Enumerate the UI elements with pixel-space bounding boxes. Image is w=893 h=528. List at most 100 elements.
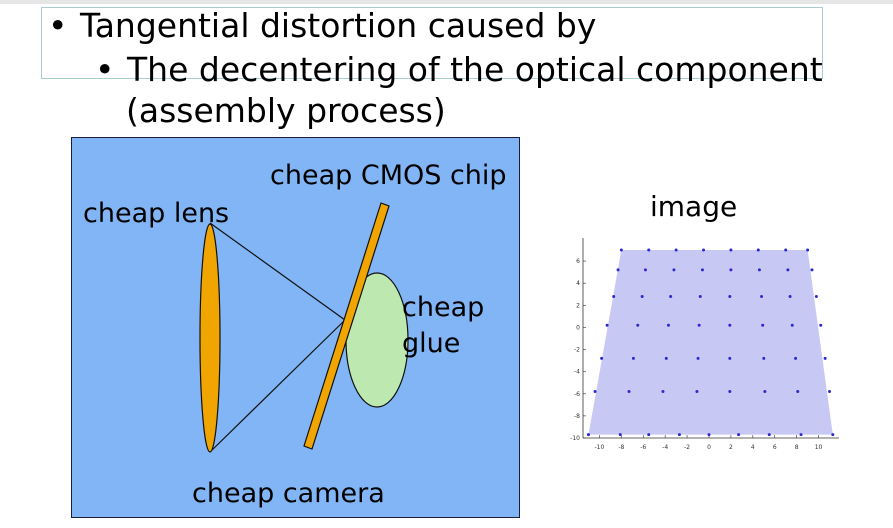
x-tick-label: -6 (640, 444, 646, 451)
lens-shape (199, 223, 221, 453)
data-point (674, 248, 678, 252)
cmos-chip (303, 202, 390, 450)
data-point (616, 268, 620, 272)
data-point (814, 294, 818, 298)
y-tick-label: -8 (574, 413, 580, 420)
y-tick-label: 6 (576, 258, 580, 265)
data-point (790, 323, 794, 327)
data-point (647, 248, 651, 252)
x-tick-label: 10 (815, 444, 823, 451)
ray-top (209, 222, 346, 321)
glue-label-line2: glue (402, 328, 461, 359)
data-point (806, 248, 810, 252)
sub-bullet-continued: (assembly process) (126, 91, 446, 130)
main-bullet: • Tangential distortion caused by (48, 6, 596, 46)
plot-title: image (650, 190, 738, 223)
data-point (593, 390, 597, 394)
x-tick-label: -4 (662, 444, 668, 451)
data-point (677, 433, 681, 437)
data-point (612, 294, 616, 298)
data-point (672, 268, 676, 272)
data-point (640, 294, 644, 298)
data-point (729, 268, 733, 272)
data-point (696, 356, 700, 360)
chip-label: cheap CMOS chip (270, 160, 507, 191)
distortion-area (588, 250, 833, 435)
data-point (586, 433, 590, 437)
data-point (698, 294, 702, 298)
x-tick-label: 0 (707, 444, 711, 451)
data-point (600, 356, 604, 360)
data-point (631, 356, 635, 360)
data-point (661, 390, 665, 394)
glue-label-line1: cheap (402, 292, 485, 323)
camera-panel (71, 137, 520, 518)
data-point (700, 268, 704, 272)
data-point (760, 294, 764, 298)
bullet-frame (41, 7, 823, 79)
x-tick-label: -10 (595, 444, 605, 451)
data-point (618, 433, 622, 437)
x-tick-label: 2 (729, 444, 733, 451)
data-point (767, 433, 771, 437)
data-point (831, 433, 835, 437)
data-point (784, 248, 788, 252)
y-tick-label: -4 (574, 369, 580, 376)
data-point (707, 433, 711, 437)
top-rule (0, 0, 893, 4)
ray-bottom (209, 319, 346, 453)
data-point (643, 268, 647, 272)
sub-bullet-text: The decentering of the optical component (127, 50, 823, 89)
data-point (697, 323, 701, 327)
x-tick-label: -2 (684, 444, 690, 451)
bullet-dot: • (48, 6, 68, 45)
camera-label: cheap camera (192, 478, 385, 509)
y-tick-label: -10 (570, 435, 580, 442)
data-point (761, 323, 765, 327)
data-point (728, 294, 732, 298)
data-point (796, 390, 800, 394)
data-point (729, 248, 733, 252)
bullet-dot: • (95, 50, 115, 89)
data-point (737, 433, 741, 437)
y-tick-label: 0 (576, 324, 580, 331)
data-point (627, 390, 631, 394)
data-point (786, 268, 790, 272)
data-point (819, 323, 823, 327)
data-point (619, 248, 623, 252)
data-point (702, 248, 706, 252)
y-tick-label: -6 (574, 391, 580, 398)
data-point (757, 268, 761, 272)
data-point (664, 356, 668, 360)
main-bullet-text: Tangential distortion caused by (80, 6, 597, 45)
data-point (762, 356, 766, 360)
data-point (763, 390, 767, 394)
data-point (728, 390, 732, 394)
data-point (794, 356, 798, 360)
data-point (828, 390, 832, 394)
data-point (605, 323, 609, 327)
data-point (788, 294, 792, 298)
data-point (799, 433, 803, 437)
data-point (636, 323, 640, 327)
data-point (728, 356, 732, 360)
lens-label: cheap lens (83, 198, 230, 229)
x-tick-label: 6 (773, 444, 777, 451)
y-tick-label: 4 (576, 280, 580, 287)
data-point (756, 248, 760, 252)
x-tick-label: 4 (751, 444, 755, 451)
data-point (666, 323, 670, 327)
data-point (810, 268, 814, 272)
y-tick-label: -2 (574, 347, 580, 354)
data-point (695, 390, 699, 394)
x-tick-label: -8 (618, 444, 624, 451)
sub-bullet: • The decentering of the optical componen… (95, 50, 823, 90)
data-point (823, 356, 827, 360)
x-tick-label: 8 (795, 444, 799, 451)
data-point (647, 433, 651, 437)
y-tick-label: 2 (576, 302, 580, 309)
data-point (669, 294, 673, 298)
data-point (728, 323, 732, 327)
